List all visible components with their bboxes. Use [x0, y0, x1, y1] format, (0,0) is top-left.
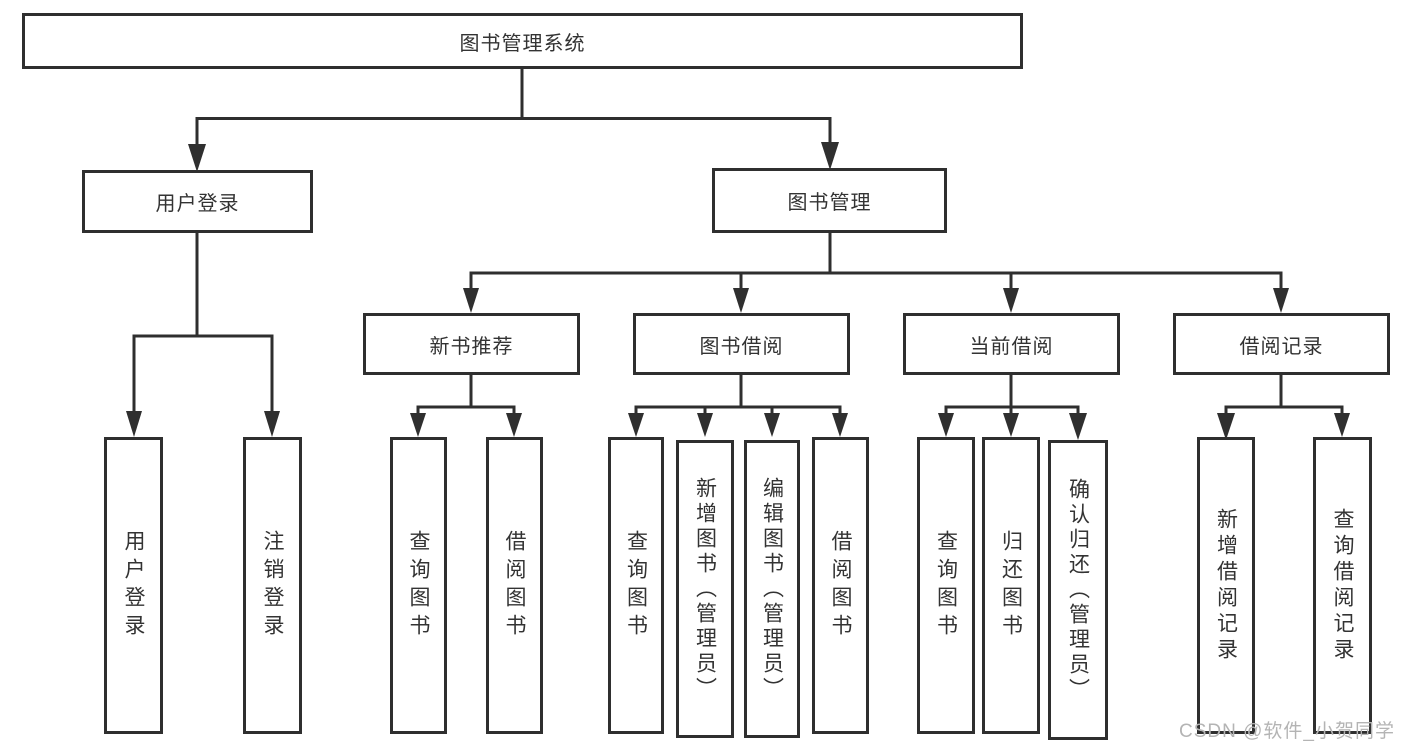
node-label: 编辑图书（管理员）: [760, 476, 784, 702]
node-label: 查询图书: [407, 529, 430, 642]
node-label: 借阅记录: [1239, 335, 1324, 358]
node-br-add-borrow-record: 新增借阅记录: [1197, 437, 1255, 734]
node-new-book-recommendation: 新书推荐: [363, 313, 580, 375]
node-bb-query-books: 查询图书: [608, 437, 664, 734]
node-label: 用户登录: [155, 193, 240, 215]
watermark: CSDN @软件_小贺同学: [1179, 721, 1395, 742]
node-label: 确认归还（管理员）: [1066, 477, 1090, 703]
node-label: 新增借阅记录: [1214, 507, 1238, 664]
node-label: 当前借阅: [969, 335, 1054, 358]
node-library-management-system: 图书管理系统: [22, 13, 1023, 69]
node-bb-borrow-books: 借阅图书: [812, 437, 869, 734]
node-bb-add-books-admin: 新增图书（管理员）: [676, 440, 734, 738]
node-borrowing-records: 借阅记录: [1173, 313, 1390, 375]
node-label: 图书借阅: [699, 335, 784, 358]
node-label: 注销登录: [261, 529, 284, 642]
node-label: 查询图书: [934, 529, 958, 642]
node-cb-query-books: 查询图书: [917, 437, 975, 734]
node-bb-edit-books-admin: 编辑图书（管理员）: [744, 440, 800, 738]
node-br-query-borrow-record: 查询借阅记录: [1313, 437, 1372, 734]
node-label: 查询借阅记录: [1331, 507, 1354, 664]
node-logout-action: 注销登录: [243, 437, 302, 734]
node-user-login-action: 用户登录: [104, 437, 163, 734]
node-nbr-query-books: 查询图书: [390, 437, 447, 734]
node-nbr-borrow-books: 借阅图书: [486, 437, 543, 734]
node-label: 新增图书（管理员）: [693, 476, 717, 702]
node-user-login: 用户登录: [82, 170, 313, 233]
node-cb-return-books: 归还图书: [982, 437, 1040, 734]
node-label: 图书管理系统: [459, 32, 586, 55]
node-label: 借阅图书: [503, 529, 526, 642]
node-label: 查询图书: [624, 529, 648, 642]
node-cb-confirm-return-admin: 确认归还（管理员）: [1048, 440, 1108, 740]
node-label: 借阅图书: [829, 529, 852, 642]
node-label: 用户登录: [122, 529, 145, 642]
node-label: 图书管理: [787, 192, 872, 214]
node-book-borrowing: 图书借阅: [633, 313, 850, 375]
node-current-borrowing: 当前借阅: [903, 313, 1120, 375]
node-book-management: 图书管理: [712, 168, 947, 233]
node-label: 归还图书: [999, 529, 1023, 642]
node-label: 新书推荐: [429, 335, 514, 358]
